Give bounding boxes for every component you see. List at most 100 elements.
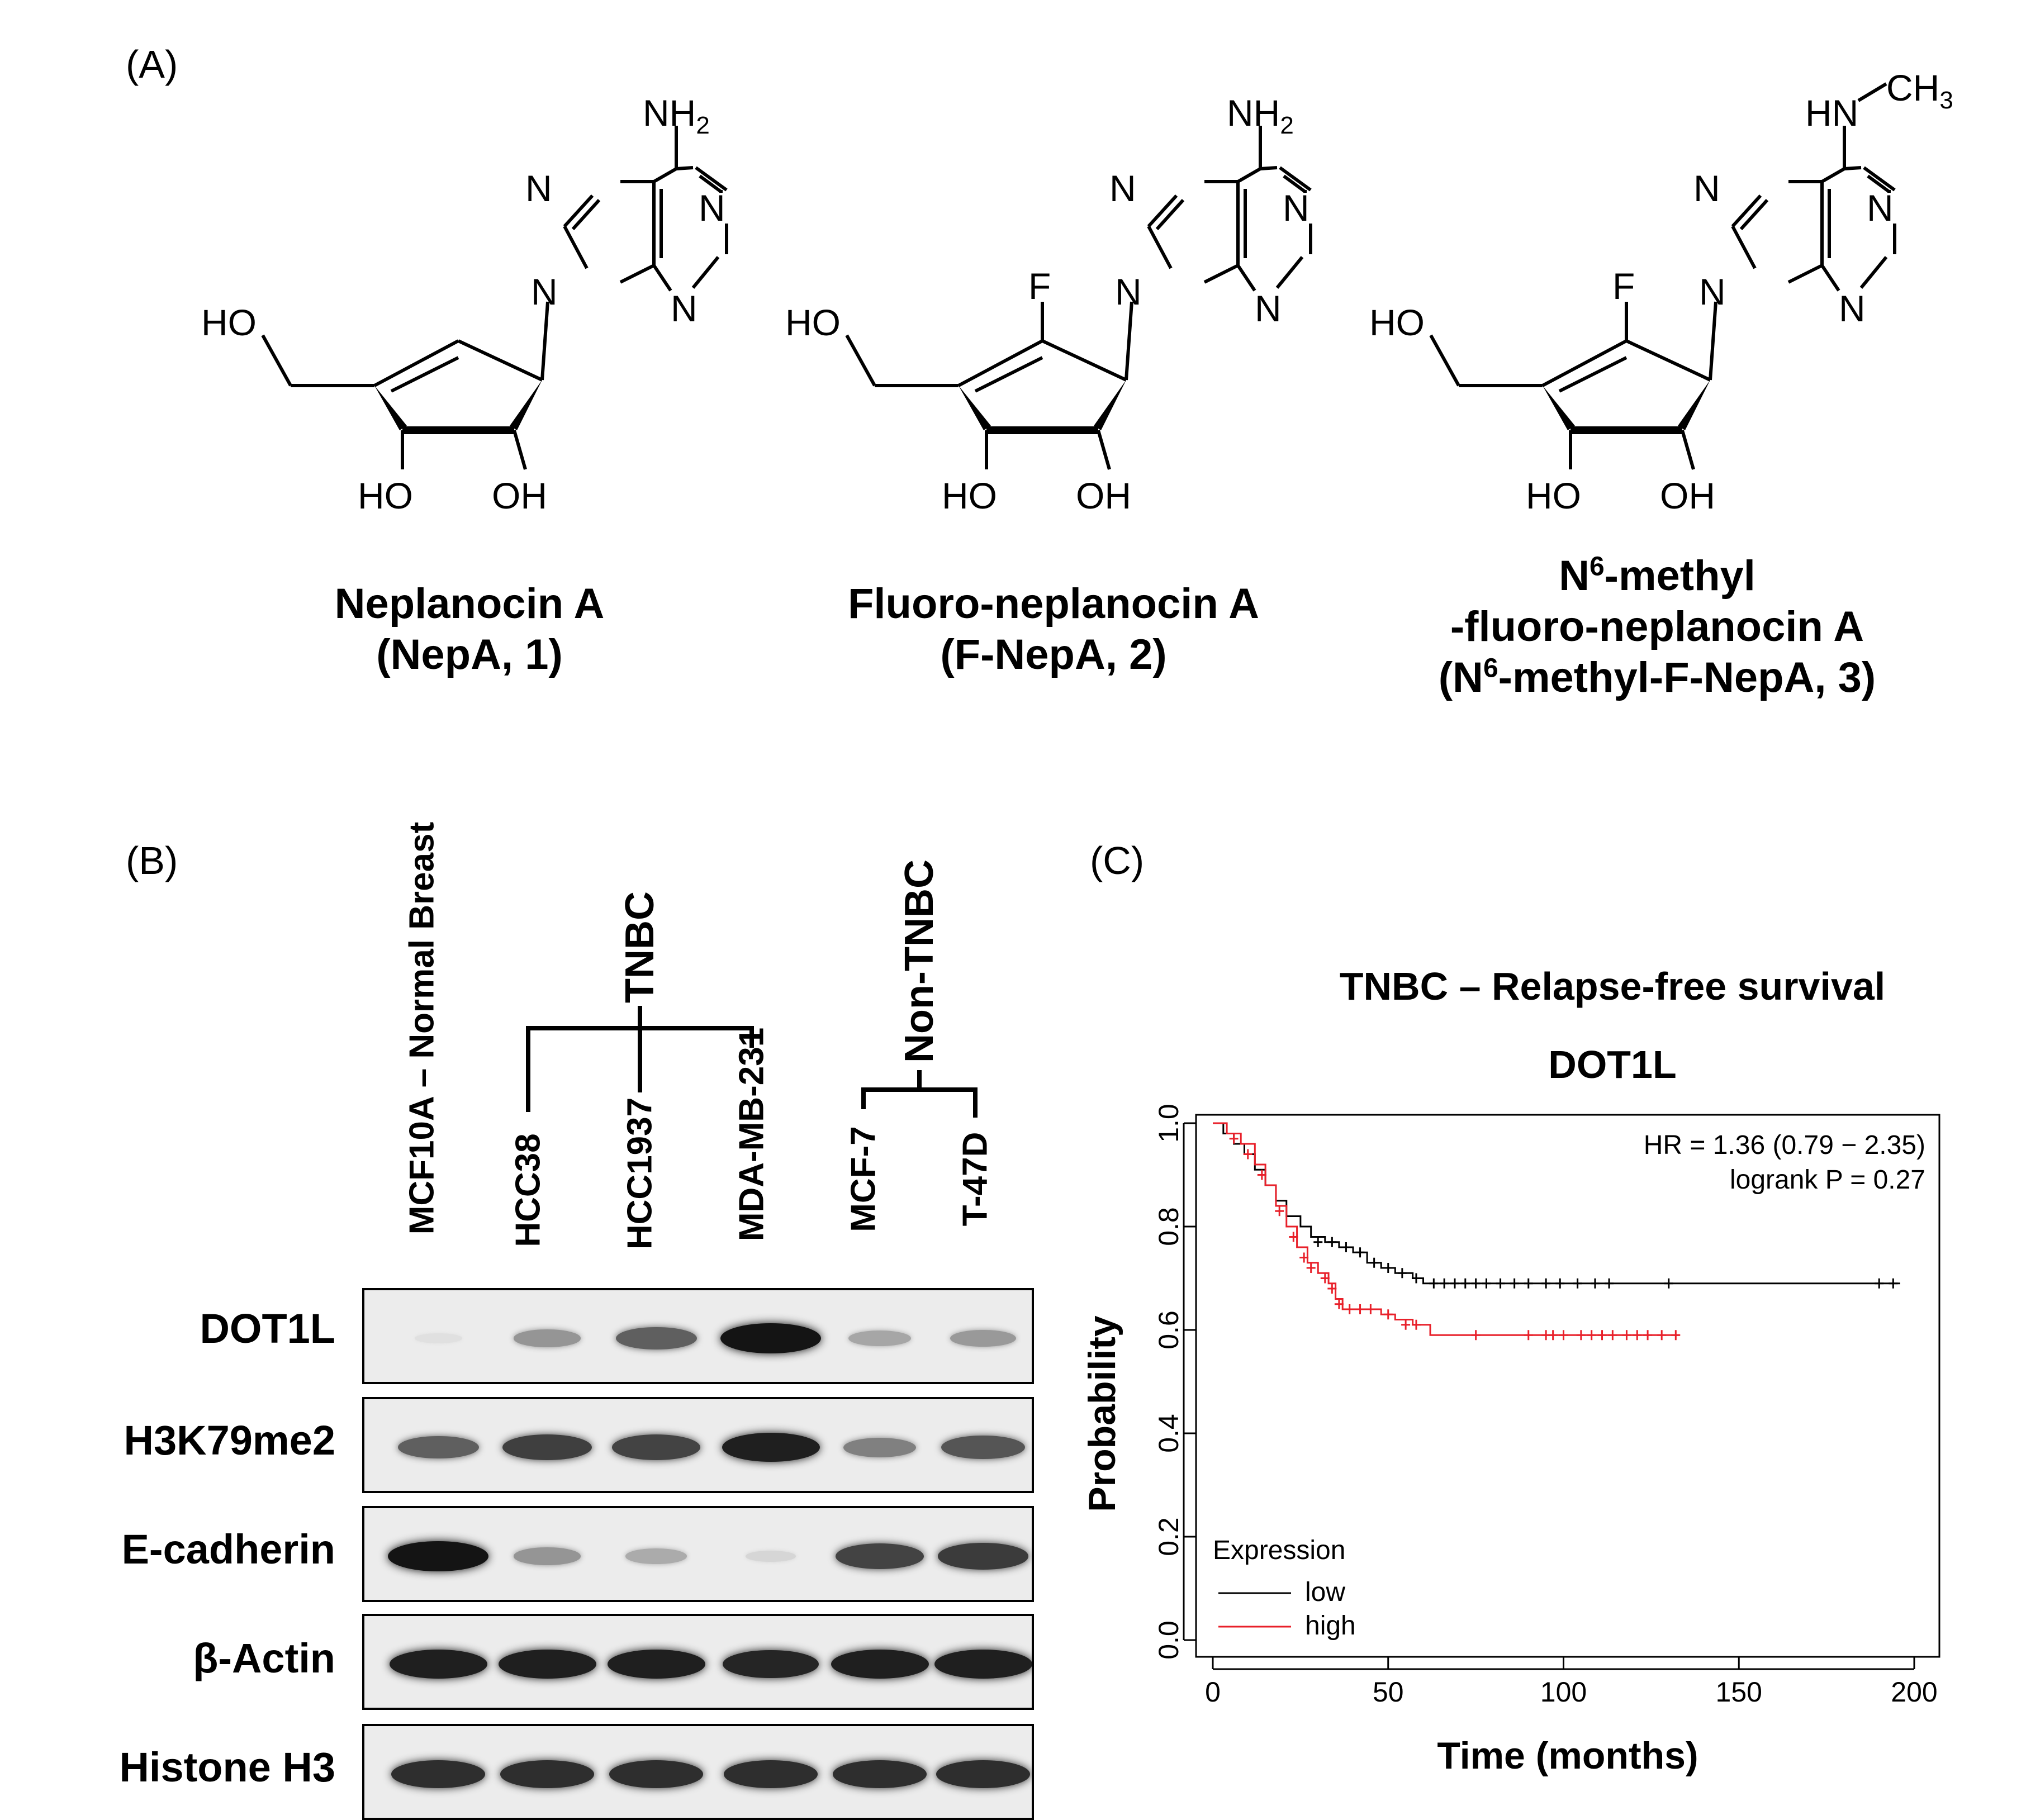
- blot-band: [498, 1649, 596, 1679]
- censor-mark-high: [1671, 1330, 1681, 1341]
- censor-mark-low: [1313, 1237, 1323, 1247]
- censor-mark-low: [1327, 1237, 1337, 1247]
- chart-subtitle: DOT1L: [1548, 1043, 1677, 1086]
- blot-band: [722, 1432, 820, 1462]
- atom-n: N: [1699, 271, 1726, 312]
- blot-band: [936, 1760, 1030, 1788]
- y-tick-label: 1.0: [1153, 1104, 1184, 1143]
- censor-mark-low: [1471, 1278, 1481, 1289]
- censor-mark-high: [1411, 1319, 1421, 1330]
- blot-band: [615, 1327, 697, 1350]
- censor-mark-high: [1366, 1304, 1375, 1314]
- y-tick-label: 0.0: [1153, 1621, 1184, 1660]
- blot-band: [397, 1436, 479, 1459]
- censor-mark-low: [1411, 1273, 1421, 1284]
- censor-mark-low: [1573, 1278, 1582, 1289]
- censor-mark-high: [1289, 1232, 1298, 1242]
- censor-mark-low: [1429, 1278, 1439, 1289]
- censor-mark-high: [1327, 1284, 1337, 1294]
- amine-group: NH2: [1227, 92, 1294, 139]
- blot-band: [607, 1649, 705, 1679]
- blot-band: [391, 1760, 485, 1788]
- legend-title: Expression: [1213, 1536, 1345, 1565]
- censor-mark-low: [1496, 1278, 1505, 1289]
- y-axis-label: Probability: [1081, 1315, 1123, 1512]
- censor-mark-high: [1345, 1304, 1354, 1314]
- blot-strip-dot1l: [362, 1288, 1034, 1384]
- censor-mark-low: [1664, 1278, 1673, 1289]
- legend-label-low: low: [1305, 1577, 1345, 1607]
- blot-band: [934, 1649, 1032, 1679]
- censor-mark-high: [1401, 1319, 1411, 1330]
- hydroxyl-group: HO: [201, 302, 257, 343]
- censor-mark-low: [1541, 1278, 1551, 1289]
- blot-band: [833, 1760, 927, 1788]
- censor-mark-low: [1383, 1263, 1393, 1273]
- blot-band: [843, 1437, 916, 1457]
- atom-f: F: [1612, 265, 1635, 307]
- censor-mark-low: [1510, 1278, 1519, 1289]
- x-axis-label: Time (months): [1437, 1735, 1698, 1777]
- y-tick-label: 0.8: [1153, 1207, 1184, 1246]
- censor-mark-low: [1605, 1278, 1614, 1289]
- censor-mark-low: [1889, 1278, 1898, 1289]
- neplanocin-a-structure: N N N N NH2 HO HO OH: [201, 92, 727, 516]
- atom-n: N: [1693, 168, 1720, 209]
- blot-strip-histone-h3: [362, 1724, 1034, 1820]
- row-label-dot1l: DOT1L: [200, 1305, 335, 1352]
- hydroxyl-group: HO: [1369, 302, 1425, 343]
- atom-n: N: [671, 288, 698, 329]
- censor-mark-high: [1355, 1304, 1365, 1314]
- censor-mark-low: [1482, 1278, 1491, 1289]
- censor-mark-high: [1471, 1330, 1481, 1341]
- plot-frame: [1195, 1114, 1940, 1658]
- blot-band: [414, 1333, 462, 1343]
- blot-band: [389, 1649, 487, 1679]
- chart-title: TNBC – Relapse-free survival: [1339, 964, 1886, 1008]
- blot-band: [612, 1434, 700, 1460]
- atom-n: N: [1867, 187, 1894, 229]
- atom-n: N: [1839, 288, 1866, 329]
- censor-mark-high: [1587, 1330, 1596, 1341]
- censor-mark-high: [1299, 1252, 1309, 1263]
- atom-n: N: [525, 168, 552, 209]
- blot-band: [723, 1650, 819, 1679]
- censor-mark-low: [1875, 1278, 1884, 1289]
- chart-annotation: logrank P = 0.27: [1730, 1165, 1925, 1195]
- blot-strip-e-cadherin: [362, 1506, 1034, 1602]
- censor-mark-low: [1440, 1278, 1449, 1289]
- blot-strip-beta-actin: [362, 1614, 1034, 1710]
- blot-band: [831, 1649, 929, 1679]
- censor-mark-low: [1450, 1278, 1459, 1289]
- chart-annotation: HR = 1.36 (0.79 − 2.35): [1644, 1130, 1925, 1160]
- n6-methyl-fluoro-neplanocin-a-structure: F N N N N HN CH3 HO HO OH: [1369, 67, 1953, 516]
- x-tick-label: 0: [1205, 1676, 1221, 1708]
- legend-label-high: high: [1305, 1611, 1356, 1641]
- censor-mark-high: [1597, 1330, 1607, 1341]
- methyl-group: CH3: [1886, 67, 1953, 114]
- blot-band: [836, 1543, 924, 1569]
- blot-band: [514, 1329, 581, 1347]
- row-label-h3k79me2: H3K79me2: [124, 1417, 335, 1463]
- hydroxyl-group: HO: [358, 475, 413, 516]
- censor-mark-high: [1275, 1206, 1284, 1216]
- y-tick-label: 0.4: [1153, 1414, 1184, 1453]
- compound-3-name: N6-methyl -fluoro-neplanocin A (N6-methy…: [1438, 552, 1876, 702]
- blot-band: [848, 1330, 911, 1347]
- hydroxyl-group: OH: [1076, 475, 1131, 516]
- methylamine-group: HN: [1805, 92, 1858, 134]
- x-tick-label: 150: [1716, 1676, 1762, 1708]
- series-line-low: [1213, 1122, 1900, 1285]
- hydroxyl-group: HO: [1526, 475, 1581, 516]
- censor-mark-low: [1590, 1278, 1600, 1289]
- censor-mark-low: [1555, 1278, 1565, 1289]
- censor-mark-low: [1397, 1268, 1407, 1279]
- atom-n: N: [1255, 288, 1282, 329]
- censor-mark-high: [1643, 1330, 1653, 1341]
- censor-mark-high: [1334, 1299, 1344, 1309]
- row-label-histone-h3: Histone H3: [119, 1744, 335, 1790]
- blot-band: [625, 1548, 687, 1564]
- blot-band: [502, 1434, 592, 1461]
- blot-band: [609, 1760, 703, 1788]
- blot-band: [388, 1541, 488, 1571]
